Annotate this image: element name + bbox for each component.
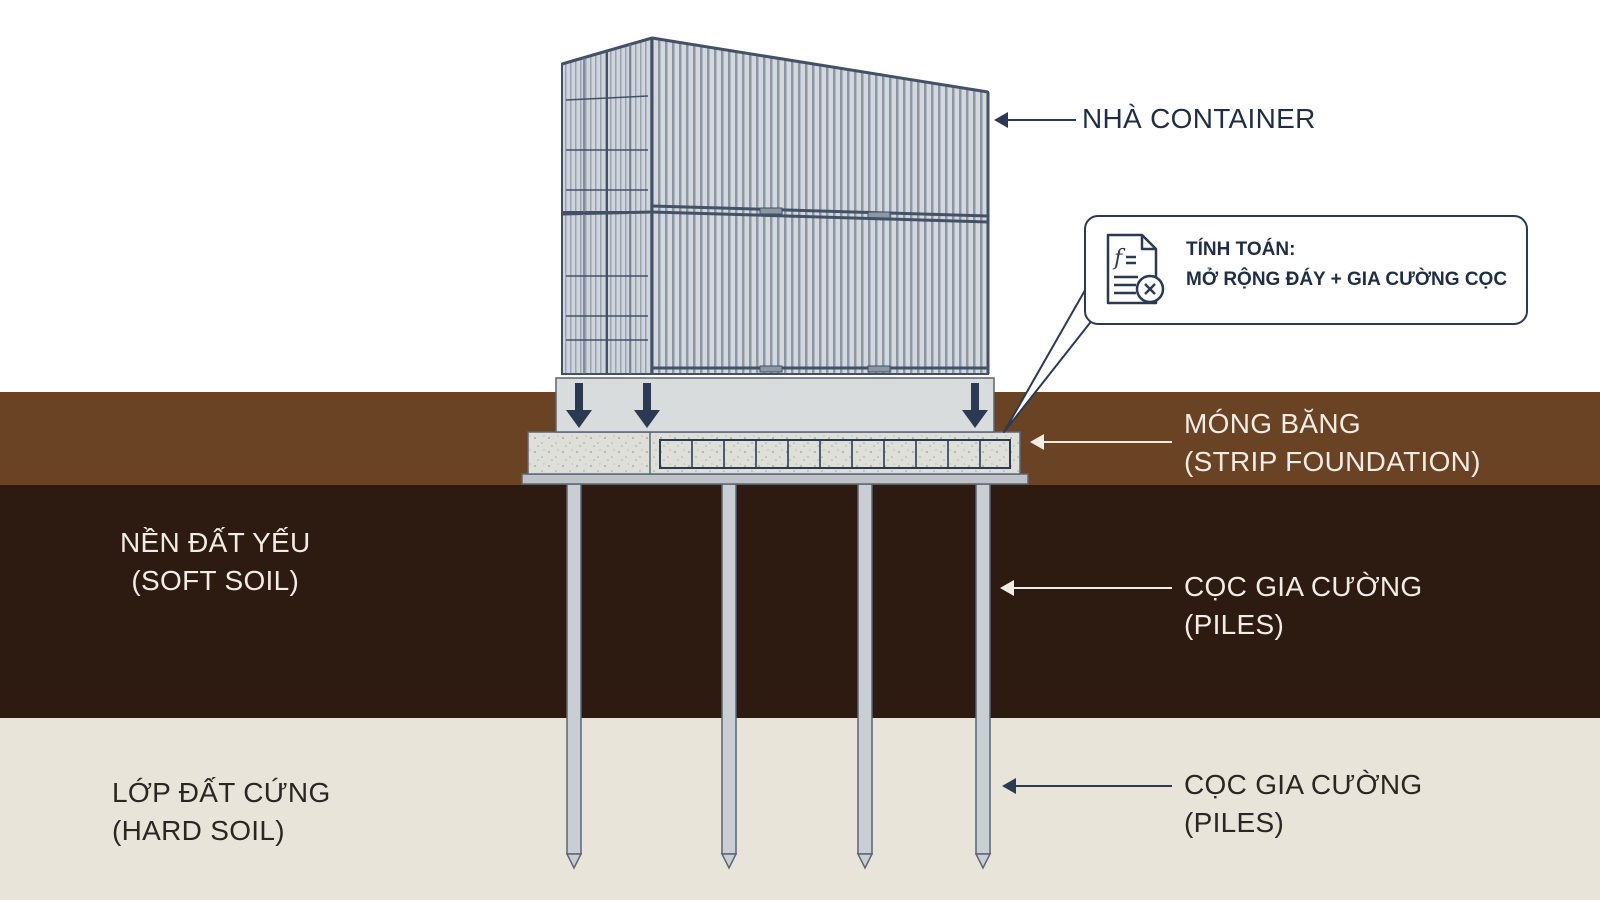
pile [720,483,738,870]
container-house [561,36,990,375]
strip-foundation-name: MÓNG BĂNG [1184,408,1361,439]
load-arrow [566,383,592,428]
hard-soil-label: LỚP ĐẤT CỨNG (HARD SOIL) [112,774,331,850]
piles-soft-english: (PILES) [1184,609,1285,640]
pile [565,483,583,870]
pile [974,483,992,870]
piles [565,483,992,870]
piles-hard-name: CỌC GIA CƯỜNG [1184,769,1423,800]
callout-title: TÍNH TOÁN: [1186,239,1296,260]
soft-soil-label: NỀN ĐẤT YẾU (SOFT SOIL) [120,524,311,600]
rebar-cage [659,439,1011,469]
load-arrow [634,383,660,428]
soft-soil-english: (SOFT SOIL) [131,565,300,596]
load-arrow [962,383,988,428]
soft-soil-layer [0,485,1600,718]
hard-soil-layer [0,718,1600,900]
strip-foundation-english: (STRIP FOUNDATION) [1184,446,1481,477]
piles-soft-pointer-arrow [1000,580,1172,596]
upper-container [561,36,989,224]
hard-soil-english: (HARD SOIL) [112,815,285,846]
strip-foundation [521,377,1029,485]
foundation-stem-wall [555,377,995,433]
hard-soil-name: LỚP ĐẤT CỨNG [112,777,331,808]
piles-hard-pointer-arrow [1002,778,1172,794]
lower-container [561,210,989,375]
pile [856,483,874,870]
container-house-label: NHÀ CONTAINER [1082,103,1316,134]
container-pointer-arrow [994,112,1076,128]
piles-soft-label: CỌC GIA CƯỜNG (PILES) [1184,568,1423,644]
callout-text: TÍNH TOÁN: MỞ RỘNG ĐÁY + GIA CƯỜNG CỌC [1186,235,1507,295]
formula-document-icon: f [1106,233,1165,305]
piles-hard-label: CỌC GIA CƯỜNG (PILES) [1184,766,1423,842]
foundation-pointer-arrow [1030,434,1172,450]
strip-foundation-label: MÓNG BĂNG (STRIP FOUNDATION) [1184,405,1481,481]
foundation-base-plate [521,473,1029,485]
rebar-stirrups [691,440,981,468]
piles-hard-english: (PILES) [1184,807,1285,838]
piles-soft-name: CỌC GIA CƯỜNG [1184,571,1423,602]
calculation-callout: f TÍNH TOÁN: MỞ RỘNG ĐÁY + GIA CƯỜNG CỌC [1084,215,1528,325]
load-arrows [566,383,988,428]
callout-detail: MỞ RỘNG ĐÁY + GIA CƯỜNG CỌC [1186,269,1508,290]
soft-soil-name: NỀN ĐẤT YẾU [120,527,311,558]
